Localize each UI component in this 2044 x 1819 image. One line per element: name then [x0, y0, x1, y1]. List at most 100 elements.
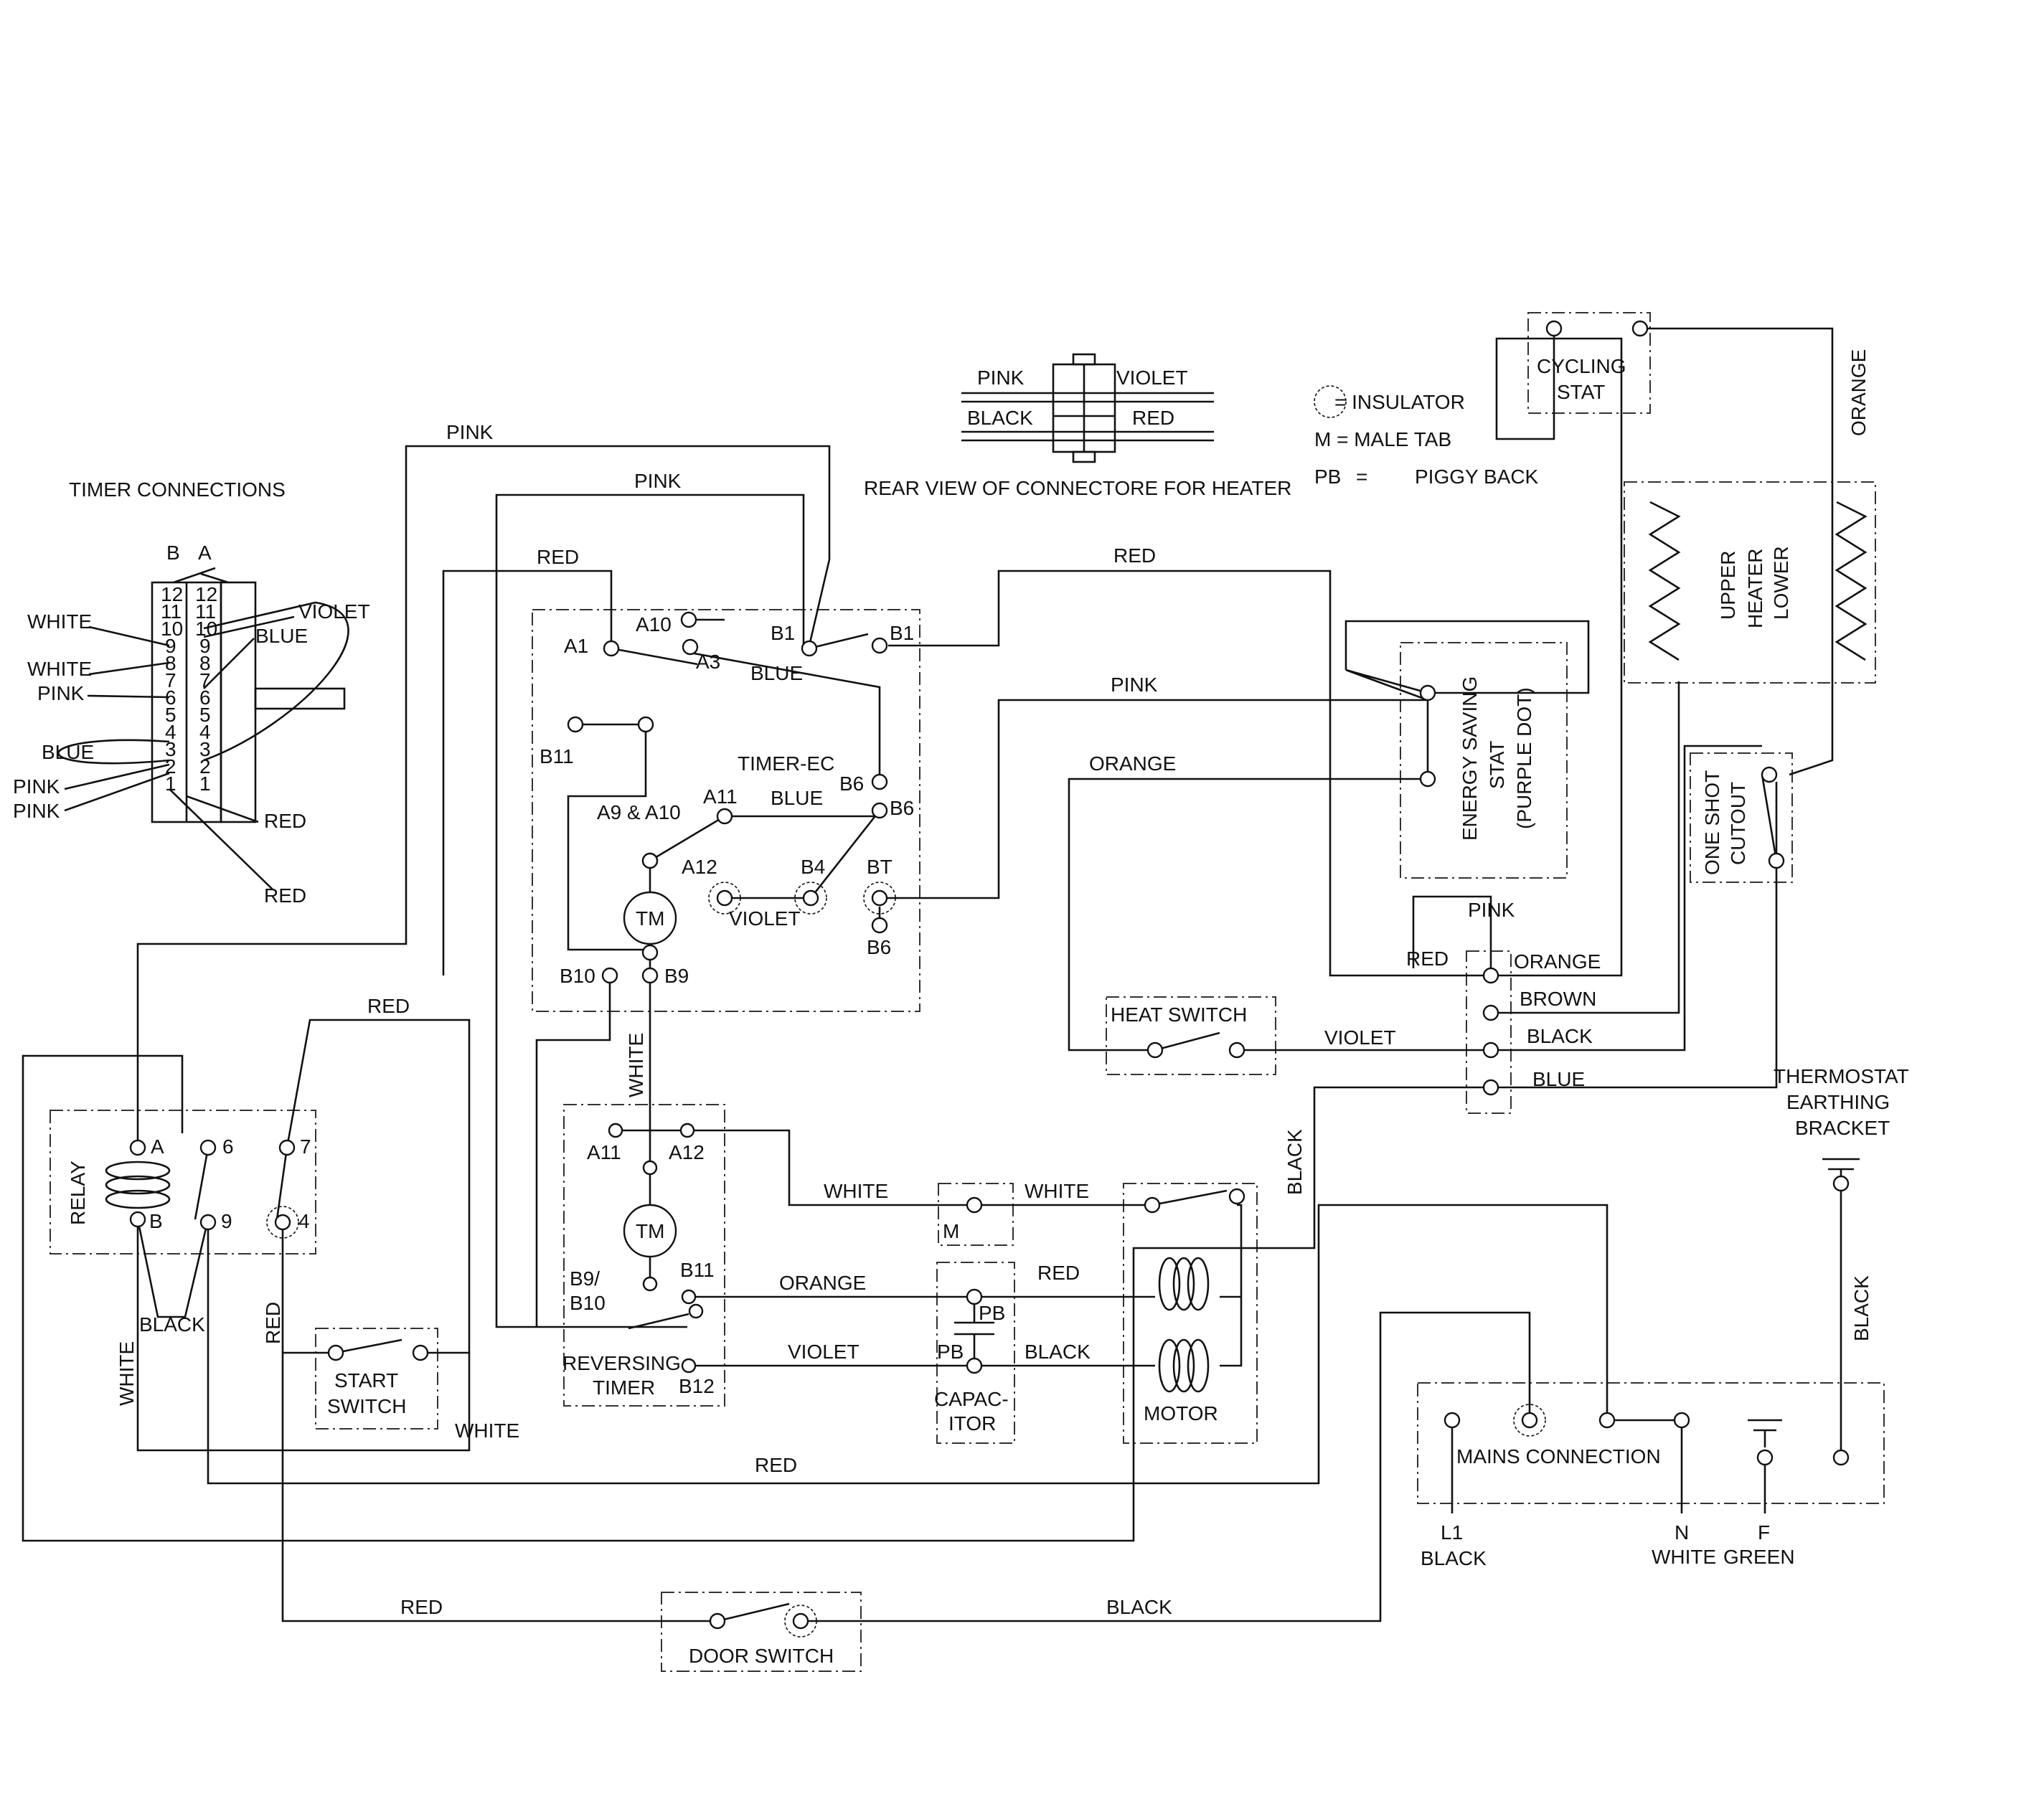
connector-pink: PINK	[977, 367, 1025, 389]
terminal-block-box	[1466, 950, 1512, 1114]
door-switch-label: DOOR SWITCH	[689, 1645, 834, 1667]
legend-pb: PB	[1314, 466, 1341, 488]
label-pink-2: PINK	[634, 470, 682, 492]
terminal-b1	[801, 640, 818, 657]
wire-rt-b11	[628, 1313, 689, 1330]
start-switch-label-2: SWITCH	[327, 1395, 406, 1417]
wire-heat-switch	[1154, 1031, 1220, 1052]
reversing-label-2: TIMER	[593, 1376, 655, 1399]
label-red-door: RED	[400, 1596, 443, 1618]
terminal-b10	[601, 967, 618, 984]
mains-f-green: GREEN	[1723, 1546, 1795, 1568]
wire-b11-down	[567, 724, 650, 951]
terminal-rt-b11-2	[688, 1303, 704, 1319]
label-b9: B9	[664, 965, 689, 987]
wire-blue-a3-b6	[689, 651, 881, 782]
terminal-a1	[603, 640, 620, 657]
timer-connections-title: TIMER CONNECTIONS	[69, 478, 286, 501]
label-rt-a12: A12	[669, 1141, 705, 1163]
relay-coil	[105, 1161, 171, 1209]
thermostat-label-3: BRACKET	[1795, 1117, 1890, 1139]
label-b1-right: B1	[890, 622, 914, 644]
wire-orange-block	[1491, 329, 1623, 977]
wire-black-door	[801, 1311, 1531, 1622]
timer-a-3: 3	[199, 738, 211, 760]
terminal-rt-tm-top	[642, 1160, 658, 1176]
terminal-heat-right	[1228, 1041, 1245, 1059]
terminal-tm-bottom	[641, 944, 659, 961]
relay-7-label: 7	[300, 1135, 311, 1158]
label-a1: A1	[564, 635, 588, 657]
label-bt: BT	[867, 856, 893, 878]
terminal-block-3	[1482, 1041, 1499, 1059]
timer-wire-red2: RED	[264, 884, 306, 907]
reversing-label-1: REVERSING	[562, 1352, 681, 1374]
wire-black-block	[1491, 745, 1762, 1052]
timer-ec-box	[532, 609, 920, 1012]
terminal-oneshot-bottom	[1768, 852, 1785, 869]
door-switch-box	[661, 1592, 862, 1672]
energy-stat-label-1: ENERGY SAVING	[1459, 676, 1481, 841]
one-shot-label-2: CUTOUT	[1727, 782, 1749, 865]
wire-pink-2	[495, 493, 805, 1328]
connector-black: BLACK	[967, 407, 1033, 429]
terminal-relay-6	[199, 1139, 217, 1156]
label-blue-a3: BLUE	[750, 662, 803, 684]
wire-brown-block	[1491, 681, 1680, 1014]
terminal-cap-top	[966, 1288, 983, 1305]
pb-bottom-label: PB	[937, 1341, 964, 1363]
wire-labels: PINK PINK RED BLUE RED PINK ORANGE BLUE …	[116, 349, 1873, 1618]
label-red-top: RED	[537, 546, 579, 568]
terminal-a3	[682, 638, 699, 656]
label-red-vert: RED	[262, 1302, 284, 1344]
timer-connections-panel: TIMER CONNECTIONS B A 12 11 10 9 8 7 6 5…	[13, 478, 370, 907]
legend-insulator: = INSULATOR	[1334, 391, 1465, 413]
terminal-b9	[641, 967, 659, 984]
male-tab-box	[938, 1183, 1014, 1246]
terminal-rt-b12	[681, 1358, 697, 1374]
terminal-relay-9	[199, 1214, 217, 1231]
wire-red-relay	[286, 1019, 471, 1354]
label-orange-mid: ORANGE	[1089, 752, 1176, 775]
terminals	[129, 320, 1850, 1638]
label-orange-vert: ORANGE	[1847, 349, 1870, 436]
relay-a-label: A	[151, 1135, 164, 1158]
relay-label: RELAY	[67, 1161, 89, 1225]
insulator-mains-2	[1513, 1404, 1546, 1437]
label-black-relay: BLACK	[139, 1313, 205, 1336]
terminal-tm-top	[641, 852, 659, 869]
terminal-mains-f	[1756, 1449, 1774, 1466]
label-black-vert: BLACK	[1284, 1129, 1306, 1195]
label-a12: A12	[682, 856, 717, 878]
timer-b-9: 9	[165, 635, 176, 657]
wire-orange-mid	[1068, 778, 1428, 1052]
timer-a-6: 6	[199, 686, 211, 709]
label-violet-b4: VIOLET	[729, 907, 801, 930]
timer-b-1: 1	[165, 773, 176, 795]
timer-a-12: 12	[195, 583, 217, 605]
terminal-a11	[716, 808, 733, 825]
label-black-door: BLACK	[1106, 1596, 1172, 1618]
label-orange-cap: ORANGE	[779, 1272, 866, 1294]
terminal-relay-4	[274, 1214, 291, 1231]
label-b4: B4	[801, 856, 825, 878]
terminal-b6-bottom	[871, 917, 888, 934]
terminal-rt-tm-bottom	[642, 1276, 658, 1292]
timer-wire-blue-left: BLUE	[42, 741, 94, 763]
label-white-motor: WHITE	[1025, 1180, 1089, 1202]
mains-label: MAINS CONNECTION	[1456, 1445, 1661, 1468]
label-black-cap: BLACK	[1025, 1341, 1091, 1363]
relay-9-label: 9	[221, 1210, 232, 1232]
terminal-door-left	[709, 1612, 726, 1630]
wire-door-switch	[717, 1602, 790, 1622]
label-tm: TM	[636, 907, 664, 930]
label-blue-block: BLUE	[1532, 1068, 1585, 1090]
timer-ec-title: TIMER-EC	[738, 752, 834, 775]
motor-coil-top	[1158, 1257, 1210, 1311]
label-white-m: WHITE	[824, 1180, 888, 1202]
component-boxes	[50, 312, 1885, 1672]
timer-wire-white1: WHITE	[27, 610, 92, 633]
timer-a-numbers: 12 11 10 9 8 7 6 5 4 3 2 1	[195, 583, 217, 795]
thermostat-label-1: THERMOSTAT	[1774, 1065, 1909, 1087]
